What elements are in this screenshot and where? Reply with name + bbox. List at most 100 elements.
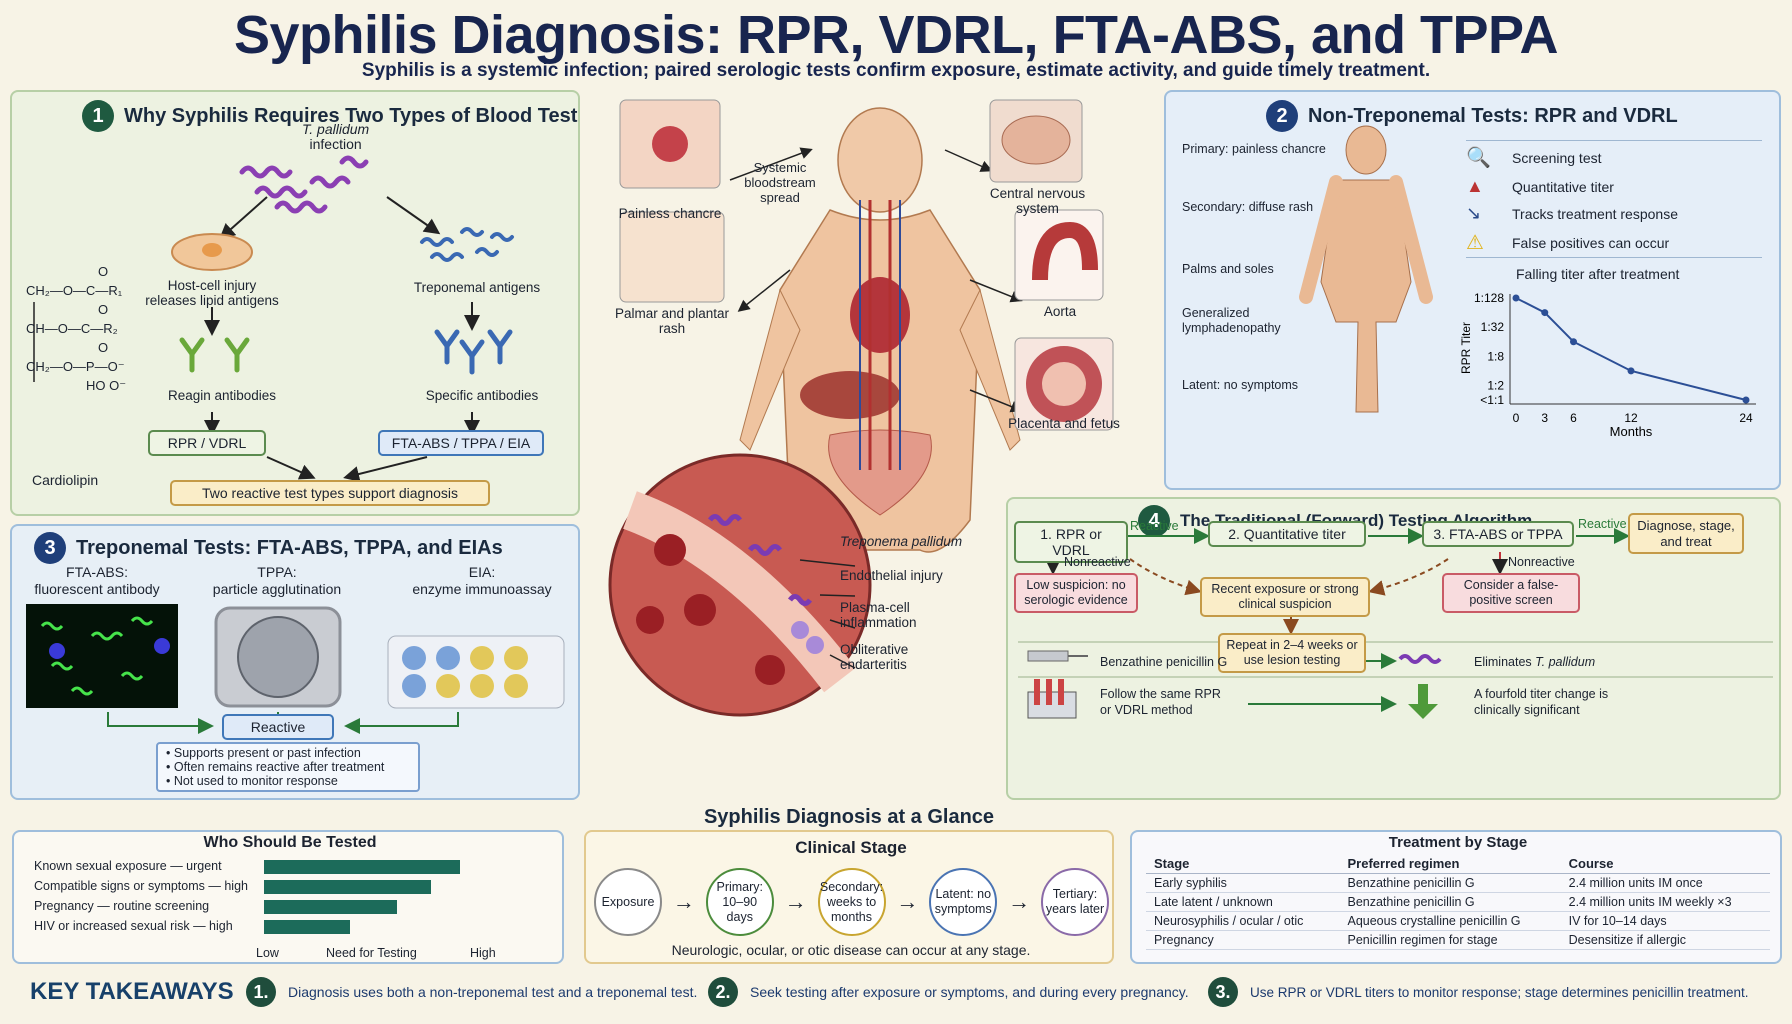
who-should-be-tested: Who Should Be Tested Known sexual exposu… — [12, 830, 564, 964]
formula-o-2: O — [98, 302, 109, 317]
table-cell: 2.4 million units IM once — [1560, 873, 1770, 893]
stages-title: Clinical Stage — [795, 838, 907, 857]
formula-o-3: O — [98, 340, 109, 355]
takeaway-text: Diagnosis uses both a non-treponemal tes… — [288, 984, 698, 1000]
table-cell: Late latent / unknown — [1146, 892, 1340, 912]
panel-number: 3 — [34, 532, 66, 564]
fluorescence-image — [26, 604, 178, 708]
takeaway-1: 1. Diagnosis uses both a non-treponemal … — [246, 977, 697, 1007]
aorta-label: Aorta — [1043, 304, 1077, 319]
recent-exposure-box: Recent exposure or strong clinical suspi… — [1200, 577, 1370, 617]
treat-right: Eliminates T. pallidum — [1474, 655, 1595, 669]
who-bar — [264, 920, 351, 934]
syringe-icon — [1027, 650, 1088, 662]
data-point — [1541, 309, 1549, 317]
left-test-box: RPR / VDRL — [148, 430, 266, 456]
takeaway-number: 1. — [246, 977, 276, 1007]
organism-suffix: infection — [309, 136, 362, 153]
takeaway-number: 3. — [1208, 977, 1238, 1007]
axis-mid: Need for Testing — [326, 946, 417, 960]
histology-label-4: Obliterative endarteritis — [840, 642, 909, 672]
who-bar — [264, 880, 431, 894]
table-cell: 2.4 million units IM weekly ×3 — [1560, 892, 1770, 912]
test-name: FTA-ABS: — [66, 564, 128, 580]
table-cell: Desensitize if allergic — [1560, 930, 1770, 950]
bullet: • Supports present or past infection — [166, 746, 361, 760]
data-point — [1570, 338, 1577, 346]
stage-circle: Latent: no symptoms — [929, 868, 998, 936]
chart-title: Falling titer after treatment — [1516, 266, 1680, 282]
x-tick-label: 3 — [1541, 411, 1548, 425]
table-cell: Penicillin regimen for stage — [1339, 930, 1561, 950]
feature-row: ⚠False positives can occur — [1466, 230, 1762, 255]
panel-3-images — [26, 604, 565, 740]
stage-arrow-icon: → — [1008, 889, 1031, 914]
down-arrow-icon — [1408, 684, 1438, 719]
who-row-label: Pregnancy — routine screening — [34, 899, 210, 913]
clinical-stages: Clinical Stage Exposure→Primary: 10–90 d… — [584, 830, 1114, 964]
stage-circle: Tertiary: years later — [1041, 868, 1109, 936]
table-header: Stage Preferred regimen Course — [1146, 854, 1770, 874]
bullet: • Not used to monitor response — [166, 774, 338, 788]
data-point — [1512, 294, 1520, 302]
palm-sole-thumbnail — [619, 211, 725, 303]
treat-right-prefix: Eliminates — [1474, 655, 1536, 669]
host-cell-icon — [171, 233, 253, 271]
trend-chart-icon: ↘ — [1466, 203, 1482, 223]
y-tick-label: 1:8 — [1487, 349, 1504, 363]
bullet-text: Not used to monitor response — [173, 774, 338, 788]
feature-row: 🔍 Screening test — [1466, 145, 1762, 170]
body-label-3: Palms and soles — [1182, 262, 1274, 276]
cardiolipin-label: Cardiolipin — [32, 472, 99, 488]
y-tick-label: 1:128 — [1474, 291, 1504, 305]
table-cell: Early syphilis — [1146, 873, 1340, 893]
treatment-title: Treatment by Stage — [1388, 834, 1528, 851]
axis-high: High — [470, 946, 496, 960]
feature-label: Quantitative titer — [1512, 178, 1614, 195]
y-tick-label: 1:32 — [1481, 320, 1505, 334]
spirochete-cluster-icon — [239, 155, 369, 214]
panel-1-header: 1 Why Syphilis Requires Two Types of Blo… — [82, 100, 577, 132]
reagin-antibody-icon — [179, 337, 250, 373]
panel-algorithm: 4 The Traditional (Forward) Testing Algo… — [1006, 497, 1781, 800]
takeaway-text: Seek testing after exposure or symptoms,… — [750, 984, 1189, 1000]
series-line — [1515, 297, 1747, 401]
panel-non-treponemal: 2 Non-Treponemal Tests: RPR and VDRL Pri… — [1164, 90, 1781, 490]
specific-antibody-icon — [434, 329, 513, 375]
x-tick-label: 24 — [1739, 411, 1753, 425]
reactive-label-2: Reactive — [1578, 517, 1627, 531]
nonreactive-label-2: Nonreactive — [1508, 555, 1575, 569]
page-title: Syphilis Diagnosis: RPR, VDRL, FTA-ABS, … — [233, 5, 1559, 65]
stage-arrow-icon: → — [896, 889, 919, 914]
treatment-table: Stage Preferred regimen Course Early syp… — [1146, 854, 1770, 950]
data-point — [1627, 367, 1635, 375]
magnifier-icon: 🔍 — [1466, 147, 1491, 169]
glance-title: Syphilis Diagnosis at a Glance — [703, 806, 995, 828]
treponemal-antigen-icon — [420, 227, 514, 262]
panel-number: 4 — [1138, 505, 1170, 537]
who-bar — [264, 900, 398, 914]
formula-row-3: CH₂—O—P—O⁻ — [26, 359, 125, 374]
follow-right: A fourfold titer change is clinically si… — [1474, 687, 1609, 717]
who-row-label: Compatible signs or symptoms — high — [34, 879, 248, 893]
stage-circle: Exposure — [594, 868, 662, 936]
test-name: EIA: — [468, 564, 496, 580]
systemic-label: Systemic bloodstream spread — [744, 160, 816, 205]
test-col-3: EIA: enzyme immunoassay — [402, 564, 562, 598]
organism-label: T. pallidum infection — [302, 121, 369, 153]
feature-label: Screening test — [1512, 149, 1602, 166]
body-label-4: Generalized lymphadenopathy — [1182, 306, 1281, 335]
table-cell: Aqueous crystalline penicillin G — [1339, 911, 1561, 931]
center-leader-lines — [729, 147, 1023, 669]
false-positive-box: Consider a false-positive screen — [1442, 573, 1580, 613]
table-cell: Neurosyphilis / ocular / otic — [1146, 911, 1340, 931]
step-1-box: 1. RPR or VDRL — [1014, 521, 1128, 563]
spirochete-icon — [1398, 654, 1442, 664]
final-box: Diagnose, stage, and treat — [1628, 513, 1744, 555]
table-cell: IV for 10–14 days — [1560, 911, 1770, 931]
header-cell: Course — [1560, 854, 1770, 874]
x-tick-label: 12 — [1624, 411, 1638, 425]
